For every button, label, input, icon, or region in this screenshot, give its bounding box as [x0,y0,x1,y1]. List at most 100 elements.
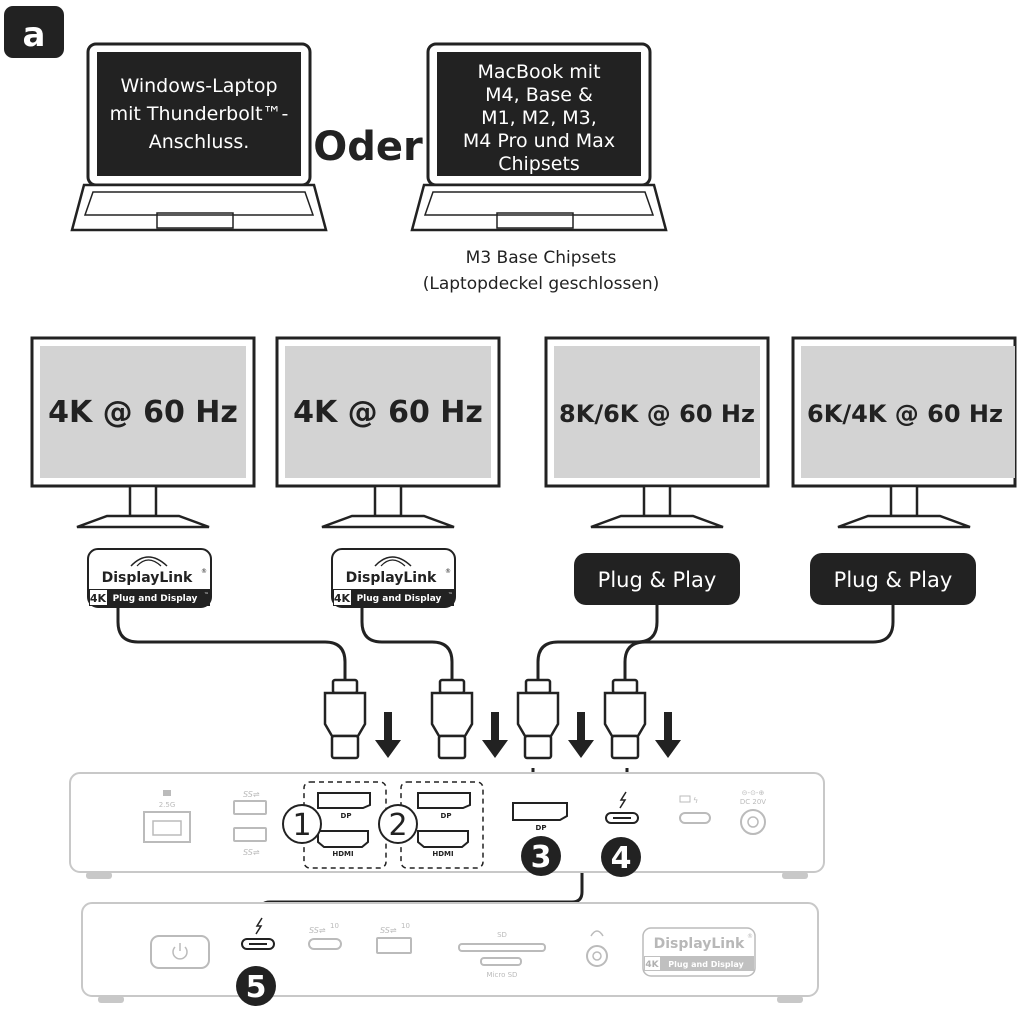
down-arrow-icon [375,712,401,758]
svg-text:10: 10 [330,922,339,930]
monitor-1-label: 4K @ 60 Hz [48,395,238,430]
svg-text:Micro SD: Micro SD [487,971,518,979]
callout-1: 1 [282,804,322,844]
oder-label: Oder [313,124,423,170]
dc-power-port-icon [740,809,766,835]
monitor-1: 4K @ 60 Hz [30,336,256,529]
usb-c-port-icon [241,938,275,950]
displaylink-badge-1: DisplayLink ® 4K Plug and Display ™ [87,548,212,608]
svg-text:DP: DP [536,824,547,832]
windows-laptop-line-2: mit Thunderbolt™- [110,103,289,125]
svg-text:DisplayLink: DisplayLink [102,570,193,586]
displayport-icon [417,792,471,809]
monitor-3-label: 8K/6K @ 60 Hz [559,400,755,428]
windows-laptop-line-3: Anschluss. [149,131,250,153]
laptop-icon [679,795,691,803]
headphone-icon [590,930,604,937]
svg-text:DC 20V: DC 20V [740,798,766,806]
displaylink-badge-2: DisplayLink ® 4K Plug and Display ™ [331,548,456,608]
macbook-line-5: Chipsets [498,153,580,175]
svg-text:HDMI: HDMI [332,850,353,858]
svg-text:SS⇌: SS⇌ [243,848,260,857]
dock-front-panel: SS⇌ 10 SS⇌ 10 SD Micro SD DisplayLink ® … [81,902,819,1003]
svg-text:Plug & Play: Plug & Play [598,568,717,592]
svg-text:2.5G: 2.5G [159,801,176,809]
svg-text:SD: SD [497,931,507,939]
svg-text:4K: 4K [90,592,107,605]
macbook-line-3: M1, M2, M3, [481,107,597,129]
macbook-laptop: MacBook mit M4, Base & M1, M2, M3, M4 Pr… [410,42,668,232]
audio-jack-icon [586,945,608,967]
hdmi-port-icon [417,830,469,848]
svg-text:DisplayLink: DisplayLink [654,936,745,952]
usb-a-port-icon [376,937,412,954]
svg-text:SS⇌: SS⇌ [309,926,326,935]
svg-text:Plug & Play: Plug & Play [834,568,953,592]
ethernet-port-icon: 2.5G [143,790,191,843]
svg-text:Plug and Display: Plug and Display [668,960,744,969]
svg-text:®: ® [201,568,207,575]
svg-text:4: 4 [611,841,632,876]
power-icon [172,946,188,960]
svg-text:4K: 4K [645,960,659,970]
svg-text:®: ® [747,933,753,940]
windows-laptop: Windows-Laptop mit Thunderbolt™- Anschlu… [70,42,328,232]
down-arrows [375,712,681,758]
macbook-line-1: MacBook mit [477,61,600,83]
svg-text:1: 1 [292,808,311,843]
svg-text:™: ™ [448,592,453,598]
svg-text:DP: DP [441,812,452,820]
connectors [323,678,647,760]
svg-text:4K: 4K [334,592,351,605]
windows-laptop-line-1: Windows-Laptop [120,75,277,97]
usb-c-port-icon [605,812,639,824]
macbook-note-line-2: (Laptopdeckel geschlossen) [423,274,660,294]
svg-text:2: 2 [388,808,407,843]
usb-a-port-icon [233,800,267,815]
usb-c-port-icon [679,812,711,824]
svg-text:10: 10 [401,922,410,930]
svg-text:a: a [23,15,46,55]
down-arrow-icon [482,712,508,758]
monitor-4-label: 6K/4K @ 60 Hz [807,400,1003,428]
displaylink-logo: DisplayLink ® 4K Plug and Display [642,927,756,977]
displayport-icon [512,802,568,821]
svg-text:3: 3 [531,840,552,875]
monitor-3: 8K/6K @ 60 Hz [544,336,770,529]
plug-and-play-badge-2: Plug & Play [810,553,976,605]
monitor-2-label: 4K @ 60 Hz [293,395,483,430]
callout-2: 2 [378,804,418,844]
monitor-2: 4K @ 60 Hz [275,336,501,529]
down-arrow-icon [568,712,594,758]
svg-text:⊝-⊙-⊕: ⊝-⊙-⊕ [742,789,765,797]
callout-5: 5 [236,966,276,1006]
microsd-slot-icon [480,957,522,966]
macbook-line-2: M4, Base & [485,84,593,106]
dock-back-panel: 2.5G SS⇌ SS⇌ DP HDMI DP HDMI DP ϟ ⊝-⊙-⊕ [69,772,825,879]
svg-text:®: ® [445,568,451,575]
svg-text:ϟ: ϟ [693,796,698,805]
panel-label: a [4,6,64,58]
thunderbolt-icon [255,917,263,935]
callout-4: 4 [601,837,641,877]
cables [116,603,895,928]
sd-card-slot-icon [458,943,546,952]
svg-text:HDMI: HDMI [432,850,453,858]
down-arrow-icon [655,712,681,758]
svg-text:SS⇌: SS⇌ [380,926,397,935]
svg-text:Plug and Display: Plug and Display [113,594,198,604]
svg-text:DP: DP [341,812,352,820]
macbook-note-line-1: M3 Base Chipsets [466,248,617,268]
svg-text:DisplayLink: DisplayLink [346,570,437,586]
power-button [150,935,210,969]
monitor-4: 6K/4K @ 60 Hz [791,336,1017,529]
thunderbolt-icon [619,791,627,809]
hdmi-port-icon [317,830,369,848]
displayport-icon [317,792,371,809]
macbook-line-4: M4 Pro und Max [463,130,615,152]
svg-text:Plug and Display: Plug and Display [357,594,442,604]
svg-text:5: 5 [246,970,267,1005]
callout-3: 3 [521,836,561,876]
svg-text:™: ™ [204,592,209,598]
svg-text:SS⇌: SS⇌ [243,790,260,799]
